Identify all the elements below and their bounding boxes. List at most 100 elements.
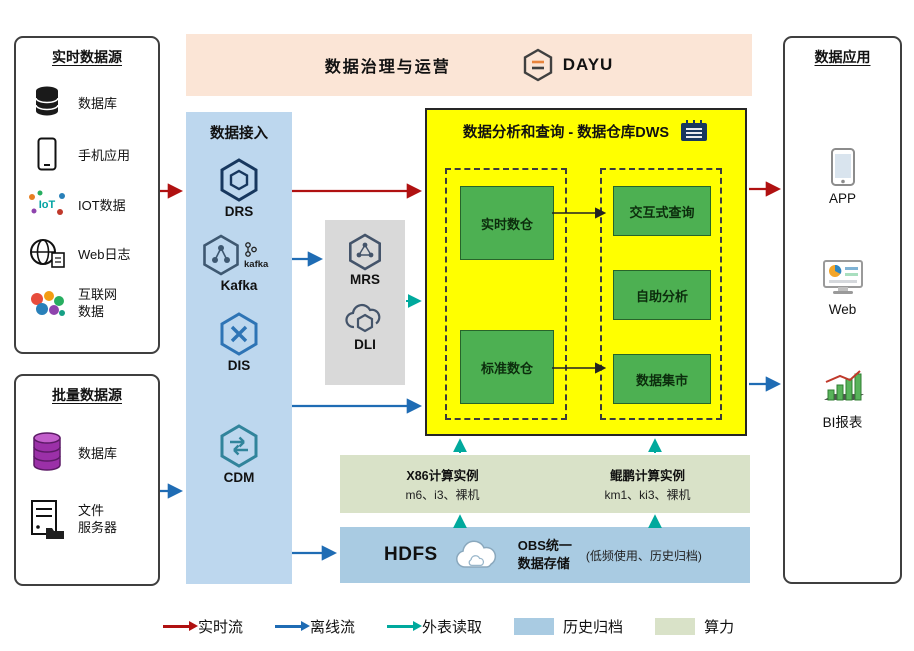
banner-title: 数据治理与运营 (324, 59, 451, 76)
cdm-icon (220, 424, 258, 468)
realtime-flow-arrow-glyph (163, 621, 198, 631)
compute-power-swatch (655, 618, 696, 635)
legend-label: 实时流 (198, 619, 244, 636)
service-data-mart: 数据集市 (613, 354, 711, 404)
dayu-logo-icon (523, 48, 552, 82)
database-icon (35, 86, 59, 116)
governance-banner: 数据治理与运营 DAYU (186, 34, 752, 96)
application-item-app: APP (785, 147, 900, 206)
compute-instances-panel: X86计算实例 m6、i3、裸机 鲲鹏计算实例 km1、ki3、裸机 (340, 455, 750, 513)
application-item-label: Web (828, 302, 857, 317)
notepad-icon (681, 120, 708, 141)
obs-cloud-icon (455, 540, 496, 568)
icon-cell: IoT (22, 189, 72, 219)
svg-text:kafka: kafka (244, 259, 269, 270)
archive-swatch (514, 618, 555, 635)
offline-flow-arrow-glyph (275, 621, 311, 631)
ingestion-item-label: DIS (227, 358, 251, 373)
mrs-icon (349, 233, 382, 271)
application-item-web: Web (785, 258, 900, 317)
external-read-arrow-glyph (387, 621, 423, 631)
source-item-label: IOT数据 (78, 197, 126, 213)
ingestion-item-label: CDM (223, 470, 255, 485)
dis-icon (220, 312, 258, 356)
drs-icon (220, 158, 258, 202)
hdfs-label: HDFS (384, 544, 438, 565)
kafka-icon: kafka (203, 234, 269, 276)
ingestion-item-cdm: CDM (186, 423, 292, 485)
data-applications-panel: 数据应用 APP Web (783, 36, 902, 584)
middleware-item-label: MRS (350, 272, 380, 287)
legend-label: 历史归档 (563, 619, 624, 636)
icon-cell (22, 499, 72, 541)
middleware-item-label: DLI (354, 337, 376, 352)
warehouse-group: 实时数仓 标准数仓 (445, 168, 567, 420)
legend-label: 外表读取 (422, 619, 483, 636)
dayu-logo: DAYU (521, 48, 614, 82)
data-ingestion-panel: 数据接入 DRS kafka Kafka (186, 112, 292, 584)
source-item-label: Web日志 (78, 246, 131, 262)
file-server-icon (31, 500, 64, 539)
source-item-database: 数据库 (16, 85, 158, 119)
service-self-analysis: 自助分析 (613, 270, 711, 320)
middleware-item-dli: DLI (344, 299, 386, 352)
icon-cell (22, 137, 72, 171)
legend-label: 算力 (704, 619, 735, 636)
middleware-panel: MRS DLI (325, 220, 405, 385)
legend-item-compute-power: 算力 (655, 616, 734, 637)
application-item-label: APP (828, 191, 856, 206)
compute-kunpeng-models: km1、ki3、裸机 (604, 488, 691, 502)
iot-icon: IoT (29, 190, 65, 215)
analysis-group: 交互式查询 自助分析 数据集市 (600, 168, 722, 420)
warehouse-standard: 标准数仓 (460, 330, 554, 404)
realtime-sources-title: 实时数据源 (52, 49, 122, 65)
source-item-iot: IoT IOT数据 (16, 189, 158, 219)
source-item-internet-data: 互联网 数据 (16, 287, 158, 321)
legend-item-external-read: 外表读取 (387, 616, 482, 637)
dayu-logo-text: DAYU (562, 55, 614, 74)
svg-text:IoT: IoT (39, 199, 56, 211)
legend-label: 离线流 (310, 619, 356, 636)
compute-x86-title: X86计算实例 (406, 469, 479, 483)
ingestion-item-drs: DRS (186, 157, 292, 219)
weblog-icon (30, 239, 65, 268)
legend-item-archive: 历史归档 (514, 616, 623, 637)
application-item-label: BI报表 (822, 415, 863, 430)
phone-icon (37, 137, 57, 171)
source-item-mobile-app: 手机应用 (16, 137, 158, 171)
ingestion-item-dis: DIS (186, 311, 292, 373)
warehouse-realtime: 实时数仓 (460, 186, 554, 260)
icon-cell (22, 85, 72, 119)
icon-cell (22, 289, 72, 319)
batch-sources-title: 批量数据源 (52, 387, 122, 403)
bi-report-icon (823, 370, 864, 401)
dws-title: 数据分析和查询 - 数据仓库DWS (462, 124, 670, 141)
source-item-label: 手机应用 (78, 147, 131, 163)
legend: 实时流 离线流 外表读取 历史归档 算力 (163, 616, 734, 637)
source-item-label: 互联网 数据 (78, 287, 118, 319)
storage-note: (低频使用、历史归档) (585, 548, 702, 563)
ingestion-item-label: DRS (224, 204, 254, 219)
source-item-label: 数据库 (78, 445, 118, 461)
compute-kunpeng: 鲲鹏计算实例 km1、ki3、裸机 (545, 455, 750, 513)
icon-cell (22, 431, 72, 473)
dws-title-row: 数据分析和查询 - 数据仓库DWS (427, 119, 745, 143)
compute-x86: X86计算实例 m6、i3、裸机 (340, 455, 545, 513)
web-icon (822, 260, 863, 294)
batch-sources-panel: 批量数据源 数据库 文件 服务器 (14, 374, 160, 586)
obs-label: OBS统一 数据存储 (517, 538, 572, 571)
compute-kunpeng-title: 鲲鹏计算实例 (609, 469, 685, 483)
data-ingestion-title: 数据接入 (210, 126, 268, 142)
source-item-file-server: 文件 服务器 (16, 499, 158, 541)
source-item-weblog: Web日志 (16, 237, 158, 269)
data-applications-title: 数据应用 (814, 49, 871, 65)
source-item-label: 数据库 (78, 95, 118, 111)
dws-panel: 数据分析和查询 - 数据仓库DWS 实时数仓 标准数仓 交互式查询 自助分析 数… (425, 108, 747, 436)
realtime-sources-panel: 实时数据源 数据库 手机应用 (14, 36, 160, 354)
ingestion-item-kafka: kafka Kafka (186, 233, 292, 293)
legend-item-realtime-flow: 实时流 (163, 616, 243, 637)
database-purple-icon (33, 432, 61, 471)
dli-icon (345, 303, 381, 333)
storage-panel: HDFS OBS统一 数据存储 (低频使用、历史归档) (340, 527, 750, 583)
